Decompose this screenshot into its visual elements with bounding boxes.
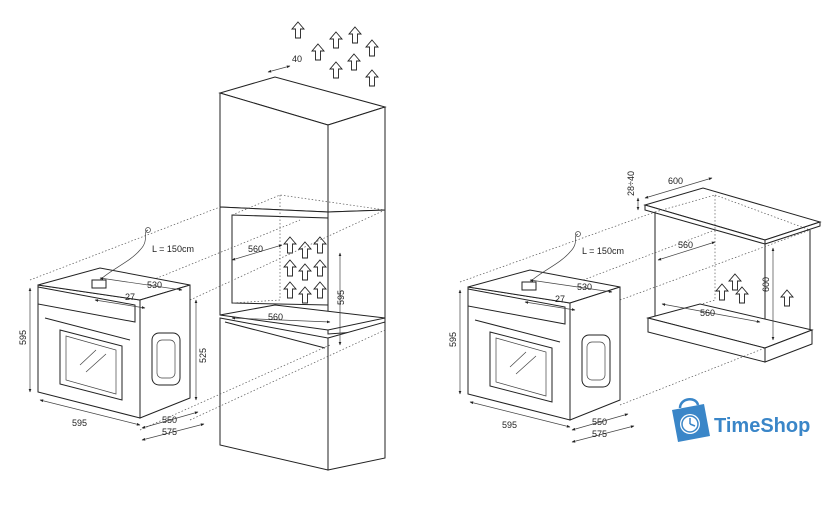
dim-525-left: 525 bbox=[198, 348, 208, 363]
dim-595-height-left: 595 bbox=[18, 330, 28, 345]
dim-595-niche-height: 595 bbox=[336, 290, 346, 305]
dim-560-niche-top: 560 bbox=[248, 244, 263, 254]
timeshop-logo[interactable]: TimeShop bbox=[672, 398, 810, 442]
dim-530-left: 530 bbox=[147, 280, 162, 290]
dim-28-40-right: 28÷40 bbox=[626, 171, 636, 196]
projection-lines-left bbox=[29, 206, 386, 431]
dim-595-width-right: 595 bbox=[502, 420, 517, 430]
dim-550-right: 550 bbox=[592, 417, 607, 427]
cable-length-left: L = 150cm bbox=[152, 244, 194, 254]
logo-text: TimeShop bbox=[714, 415, 810, 437]
dim-600-height-right: 600 bbox=[761, 277, 771, 292]
dim-560-bottom-right: 560 bbox=[700, 308, 715, 318]
dim-575-left: 575 bbox=[162, 427, 177, 437]
vent-arrows-counter bbox=[715, 273, 794, 307]
dim-560-niche-bottom: 560 bbox=[268, 312, 283, 322]
dim-600-top-right: 600 bbox=[668, 176, 683, 186]
shopping-bag-clock-icon bbox=[672, 398, 710, 442]
hot-air-arrows-top bbox=[291, 21, 379, 87]
dim-550-left: 550 bbox=[162, 415, 177, 425]
cable-length-right: L = 150cm bbox=[582, 246, 624, 256]
dim-530-right: 530 bbox=[577, 282, 592, 292]
dim-575-right: 575 bbox=[592, 429, 607, 439]
dim-27-left: 27 bbox=[125, 292, 135, 302]
oven-right bbox=[467, 231, 621, 421]
dim-560-top-right: 560 bbox=[678, 240, 693, 250]
projection-lines-right bbox=[459, 211, 811, 406]
dim-27-right: 27 bbox=[555, 294, 565, 304]
dim-595-width-left: 595 bbox=[72, 418, 87, 428]
counter-cabinet bbox=[643, 187, 822, 363]
dim-595-height-right: 595 bbox=[448, 332, 458, 347]
oven-left bbox=[37, 227, 191, 419]
dim-40: 40 bbox=[292, 54, 302, 64]
